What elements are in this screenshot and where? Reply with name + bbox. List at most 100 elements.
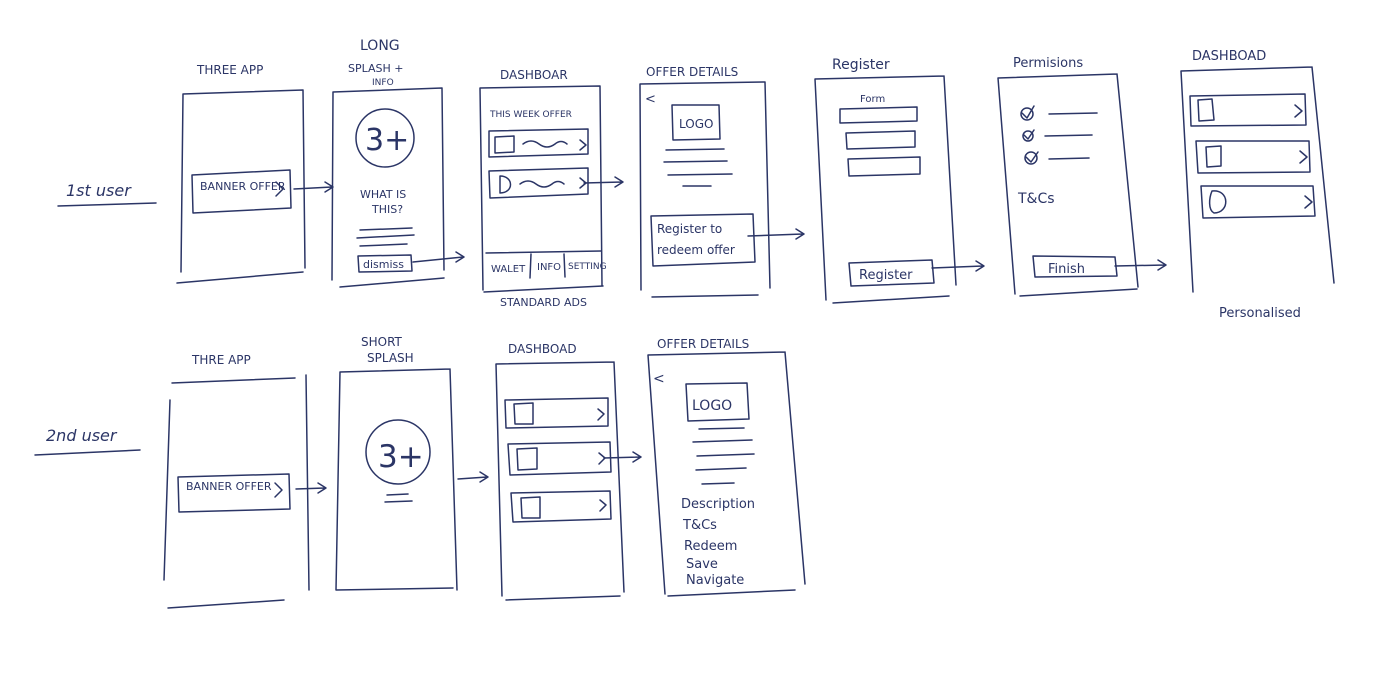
detail-item-terms[interactable]: T&Cs xyxy=(682,518,717,533)
form-field[interactable] xyxy=(845,130,916,150)
screen-title: OFFER DETAILS xyxy=(657,337,749,351)
check-circle-icon xyxy=(1024,151,1038,165)
screen-title-line2: SPLASH + xyxy=(348,62,404,75)
logo: LOGO xyxy=(679,117,713,131)
register-button[interactable]: Register xyxy=(859,268,913,283)
list-item[interactable] xyxy=(510,490,612,523)
screen-title: OFFER DETAILS xyxy=(646,65,738,79)
dismiss-button[interactable]: dismiss xyxy=(363,258,404,271)
permission-text xyxy=(1044,134,1093,137)
list-item[interactable] xyxy=(504,397,609,429)
bottom-nav-divider xyxy=(485,250,602,279)
banner-box xyxy=(191,169,292,214)
screen-dashboard: DASHBOAR THIS WEEK OFFER WALET INFO SETT… xyxy=(479,68,624,309)
nav-item-settings[interactable]: SETTING xyxy=(568,262,607,272)
screen-caption: STANDARD ADS xyxy=(500,296,587,309)
check-mark xyxy=(1025,151,1039,163)
check-mark xyxy=(1021,105,1035,119)
cta-line1[interactable]: Register to xyxy=(657,222,722,236)
permission-item[interactable] xyxy=(1020,105,1098,121)
card-frame xyxy=(507,441,612,476)
phone-frame xyxy=(331,87,445,288)
image-placeholder-icon xyxy=(513,402,534,425)
image-placeholder-icon xyxy=(1208,190,1227,214)
screen-title-line1: LONG xyxy=(360,38,400,54)
image-placeholder-icon xyxy=(494,135,515,154)
phone-frame xyxy=(176,89,306,284)
arrow-right-icon xyxy=(412,251,465,263)
nav-item-info[interactable]: INFO xyxy=(537,262,561,273)
text-lines xyxy=(356,227,415,247)
screen-title-line1: SHORT xyxy=(361,335,403,349)
screen-permissions: Permisions T&Cs Finish xyxy=(997,56,1167,297)
chevron-right-icon xyxy=(275,181,284,197)
text-lines xyxy=(384,493,413,503)
screen-title: Permisions xyxy=(1013,56,1083,71)
detail-item-save[interactable]: Save xyxy=(686,557,718,572)
register-box xyxy=(848,259,935,287)
permission-text xyxy=(1048,112,1098,115)
question-line2: THIS? xyxy=(371,203,403,216)
arrow-right-icon xyxy=(747,228,805,240)
detail-item-description[interactable]: Description xyxy=(681,497,755,512)
list-item[interactable] xyxy=(488,167,589,199)
screen-three-app: THREE APP BANNER OFFER xyxy=(176,63,334,284)
detail-item-redeem[interactable]: Redeem xyxy=(684,539,737,554)
banner-label[interactable]: BANNER OFFER xyxy=(200,180,286,193)
card-frame xyxy=(1189,93,1307,127)
screen-title: DASHBOAR xyxy=(500,68,568,82)
arrow-right-icon xyxy=(1114,259,1167,271)
list-item[interactable] xyxy=(1195,140,1311,174)
form-field[interactable] xyxy=(847,156,921,177)
arrow-right-icon xyxy=(293,181,334,193)
screen-offer-details: OFFER DETAILS < LOGO Description T&Cs Re… xyxy=(647,337,806,597)
badge-circle xyxy=(365,419,431,485)
screen-title: DASHBOAD xyxy=(508,342,577,356)
phone-frame xyxy=(997,73,1139,297)
image-placeholder-icon xyxy=(516,447,538,471)
logo-box xyxy=(671,104,721,141)
back-icon[interactable]: < xyxy=(653,371,665,387)
image-placeholder-icon xyxy=(1205,145,1222,168)
dismiss-box xyxy=(357,254,413,273)
phone-frame xyxy=(479,85,604,293)
screen-dashboard: DASHBOAD xyxy=(495,342,642,601)
list-item[interactable] xyxy=(488,128,589,158)
arrow-right-icon xyxy=(457,471,489,483)
list-item[interactable] xyxy=(507,441,612,476)
row-first-user: 1st user THREE APP BANNER OFFER LONG SPL… xyxy=(57,38,1335,321)
permission-item[interactable] xyxy=(1024,151,1090,165)
permission-item[interactable] xyxy=(1022,129,1093,142)
form-field[interactable] xyxy=(839,106,918,124)
card-frame xyxy=(504,397,609,429)
card-frame xyxy=(1195,140,1311,174)
screen-offer-details: OFFER DETAILS < LOGO Register to redeem … xyxy=(639,65,805,298)
back-icon[interactable]: < xyxy=(645,92,656,107)
finish-box xyxy=(1032,255,1118,278)
phone-frame xyxy=(495,361,625,601)
finish-button[interactable]: Finish xyxy=(1048,262,1085,277)
check-circle-icon xyxy=(1022,130,1034,142)
text-lines xyxy=(692,427,755,485)
screen-register: Register Form Register xyxy=(814,57,985,304)
phone-frame xyxy=(639,81,771,298)
list-item[interactable] xyxy=(1189,93,1307,127)
text-squiggle xyxy=(519,180,565,188)
cta-line2[interactable]: redeem offer xyxy=(657,243,735,257)
list-item[interactable] xyxy=(1200,185,1316,219)
row-second-user: 2nd user THRE APP BANNER OFFER SHORT SPL… xyxy=(34,335,806,609)
terms-label: T&Cs xyxy=(1017,191,1055,207)
badge-circle xyxy=(355,108,415,168)
phone-frame xyxy=(814,75,957,304)
text-squiggle xyxy=(522,140,568,148)
banner-label[interactable]: BANNER OFFER xyxy=(186,480,272,493)
chevron-right-icon xyxy=(1294,104,1303,118)
detail-item-navigate[interactable]: Navigate xyxy=(686,573,744,588)
phone-frame xyxy=(1180,66,1335,293)
card-frame xyxy=(488,128,589,158)
card-frame xyxy=(488,167,589,199)
arrow-right-icon xyxy=(583,176,624,188)
screen-title: THREE APP xyxy=(196,63,263,77)
nav-item-wallet[interactable]: WALET xyxy=(491,264,526,275)
